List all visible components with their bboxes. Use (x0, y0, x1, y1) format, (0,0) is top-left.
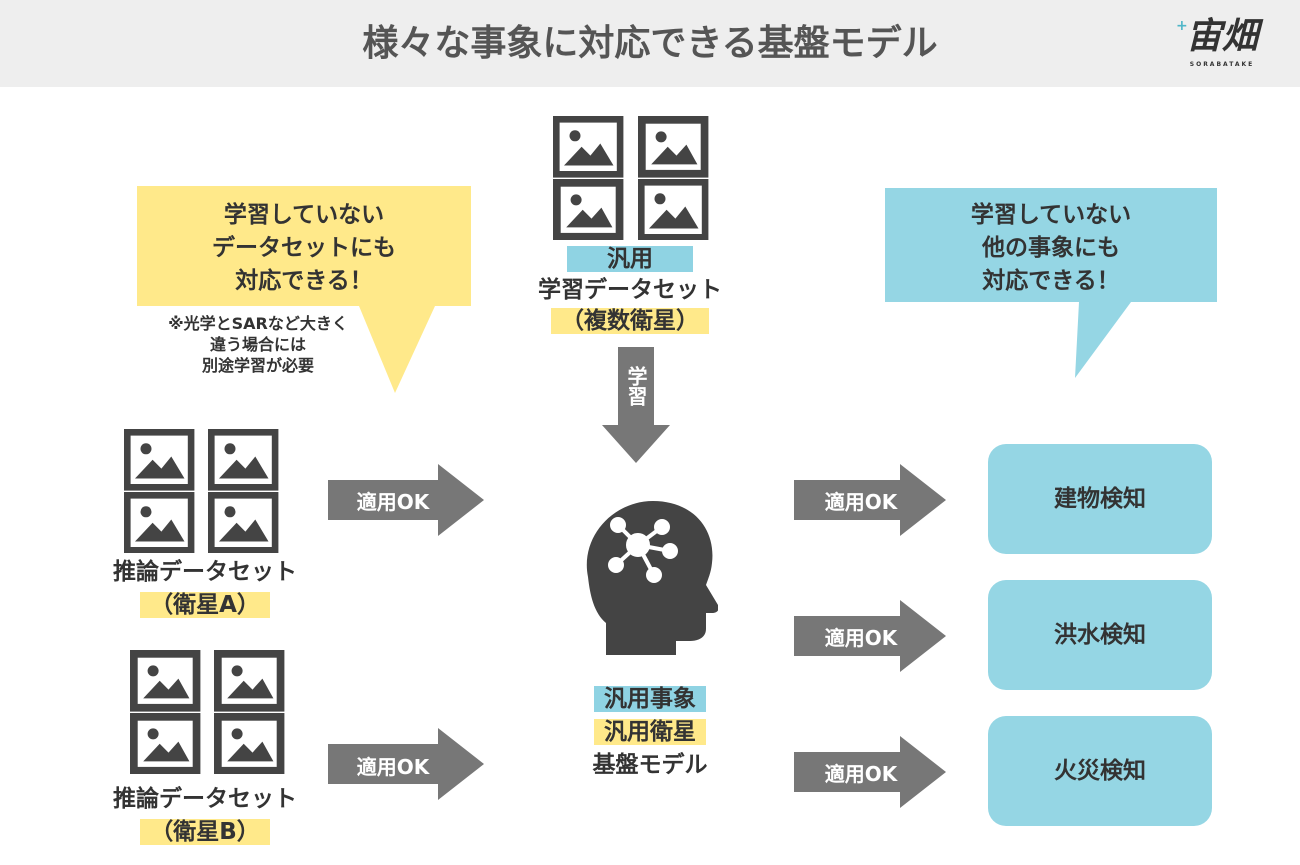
apply-arrow-a (328, 464, 484, 536)
apply-arrow-b (328, 728, 484, 800)
apply-arrow-fire (794, 736, 946, 808)
bubble-left-line: 対応できる！ (235, 268, 373, 294)
result-fire-detection: 火災検知 (988, 716, 1212, 826)
bubble-right-line: 学習していない (970, 202, 1132, 228)
apply-arrow-fire-label: 適用OK (824, 762, 898, 786)
inference-b-images-icon (130, 650, 285, 774)
note-line: 別途学習が必要 (201, 356, 314, 375)
logo-subtext: SORABATAKE (1189, 61, 1255, 68)
result-flood-detection: 洪水検知 (988, 580, 1212, 690)
inference-b-label: 推論データセット （衛星B） (80, 783, 330, 849)
note-line: 違う場合には (209, 335, 306, 354)
bubble-right-line: 対応できる！ (982, 268, 1120, 294)
page-title: 様々な事象に対応できる基盤モデル (362, 23, 938, 64)
model-label: 汎用事象 汎用衛星 基盤モデル (540, 683, 760, 782)
bubble-right-line: 他の事象にも (982, 235, 1120, 261)
inference-a-images-icon (124, 429, 280, 553)
training-dataset-label: 汎用 学習データセット （複数衛星） (500, 244, 760, 337)
training-arrow (602, 347, 670, 463)
inference-b-line2: （衛星B） (140, 819, 270, 845)
training-arrow-label: 学習 (624, 366, 648, 406)
apply-arrow-b-label: 適用OK (356, 755, 430, 779)
note-left: ※光学とSARなど大きく 違う場合には 別途学習が必要 (140, 313, 376, 376)
logo: + 宙畑 SORABATAKE (1172, 14, 1272, 74)
note-line: ※光学とSARなど大きく (168, 314, 348, 333)
inference-a-line2: （衛星A） (140, 592, 270, 618)
apply-arrow-flood-label: 適用OK (824, 626, 898, 650)
speech-bubble-left (137, 186, 471, 393)
inference-a-label: 推論データセット （衛星A） (80, 556, 330, 622)
model-line1: 汎用事象 (594, 686, 706, 712)
sparkle-icon: + (1176, 18, 1188, 34)
bubble-left-line: データセットにも (212, 235, 396, 261)
training-dataset-line2: 学習データセット (538, 277, 722, 303)
model-line2: 汎用衛星 (594, 719, 706, 745)
bubble-left-text: 学習していない データセットにも 対応できる！ (137, 199, 471, 298)
ai-head-icon (586, 501, 718, 655)
speech-bubble-right (885, 188, 1217, 378)
training-images-icon (553, 116, 709, 240)
header-bar (0, 0, 1300, 87)
inference-b-line1: 推論データセット (113, 786, 297, 812)
bubble-left-line: 学習していない (223, 202, 385, 228)
training-dataset-line1: 汎用 (567, 246, 693, 272)
apply-arrow-building (794, 464, 946, 536)
apply-arrow-a-label: 適用OK (356, 490, 430, 514)
inference-a-line1: 推論データセット (113, 559, 297, 585)
training-dataset-line3: （複数衛星） (551, 308, 709, 334)
model-line3: 基盤モデル (592, 752, 708, 778)
bubble-right-text: 学習していない 他の事象にも 対応できる！ (885, 199, 1217, 298)
apply-arrow-flood (794, 600, 946, 672)
result-building-detection: 建物検知 (988, 444, 1212, 554)
apply-arrow-building-label: 適用OK (824, 490, 898, 514)
logo-text: 宙畑 (1185, 16, 1258, 57)
